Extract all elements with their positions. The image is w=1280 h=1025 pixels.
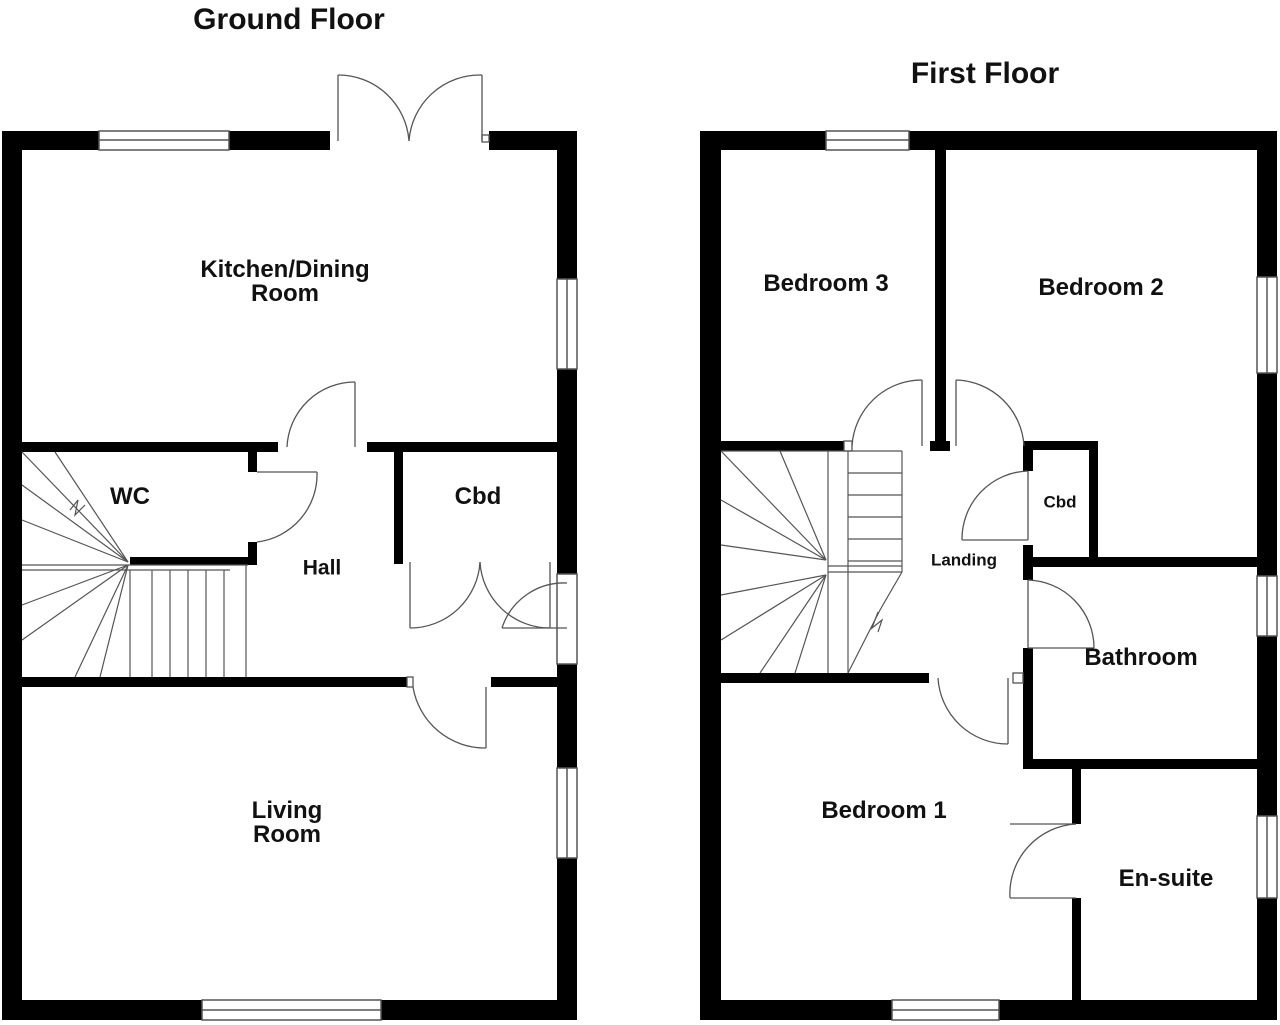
gf-right-wall-lower [557,664,577,768]
ground-floor-title: Ground Floor [193,3,385,36]
ff-bed3-bottom-wall [721,441,844,451]
living-label-line1: Living [251,797,323,824]
gf-right-wall-mid [557,369,577,574]
gf-kitchen-wall-left [22,442,278,452]
ff-bottom-wall-left [700,1000,892,1020]
gf-living-wall-right [491,677,557,687]
ff-top-wall-right [909,131,1277,150]
gf-bottom-wall-right [381,1000,577,1020]
ff-cbd-right-wall [1089,441,1098,561]
gf-wc-bottom-wall [130,557,257,565]
ff-right-wall-upper [1257,131,1277,277]
ff-bottom-wall-right [999,1000,1277,1020]
living-label-line2: Room [252,821,321,848]
landing-label: Landing [930,550,998,570]
kitchen-dining-room-label: Kitchen/Dining Room [200,258,369,306]
first-cbd-label: Cbd [1043,492,1077,512]
gf-top-wall-right [489,131,577,150]
bathroom-label: Bathroom [1084,644,1198,671]
ground-floor-windows [98,130,578,1021]
ff-right-wall-mid [1257,373,1277,576]
gf-wc-right-wall-bottom [248,542,257,560]
ff-bathroom-bottom-wall [1023,759,1257,769]
ff-bed3-bed2-wall [935,150,946,450]
bedroom-2-label: Bedroom 2 [1038,274,1164,301]
ground-floor-stairs [21,451,248,678]
wc-label: WC [110,483,150,510]
gf-top-wall-left [2,131,99,150]
en-suite-label: En-suite [1118,865,1214,892]
first-floor-windows [825,130,1278,1021]
ff-cbd-left-wall-top [1023,441,1033,471]
gf-wc-right-wall-top [248,452,257,472]
gf-left-wall [2,131,22,1020]
ff-right-wall-bottom [1257,898,1277,1020]
ff-cbd-top-wall [1033,441,1098,450]
first-floor-stairs [720,450,903,674]
ff-bathroom-left-wall [1023,648,1033,769]
gf-right-wall-bottom [557,858,577,1020]
ff-landing-top-wall [930,441,950,451]
ff-ensuite-left-wall-bottom [1072,898,1081,1000]
ff-top-wall-left [700,131,826,150]
gf-living-wall-left [22,677,407,687]
ground-cbd-label: Cbd [454,483,502,510]
gf-top-wall-mid [229,131,330,150]
first-floor-doors [843,379,1095,899]
ff-bed1-top-wall [721,673,929,683]
ff-left-wall [700,131,721,1020]
hall-label: Hall [302,556,342,580]
kitchen-label-line2: Room [250,280,319,307]
ff-right-wall-lower [1257,636,1277,816]
gf-bottom-wall-left [2,1000,202,1020]
gf-right-wall-upper [557,131,577,279]
first-floor-title: First Floor [910,57,1060,90]
ff-ensuite-left-wall-top [1072,769,1081,824]
first-floor-walls [700,131,1277,1020]
gf-cbd-left-wall [394,452,403,564]
kitchen-label-line1: Kitchen/Dining [200,256,370,283]
bedroom-1-label: Bedroom 1 [821,797,947,824]
gf-front-door-frame [556,573,578,665]
ground-floor-doors [256,74,568,749]
living-room-label: Living Room [252,799,323,847]
ff-bathroom-top-wall [1033,557,1257,567]
ff-cbd-left-wall-bottom [1023,545,1033,580]
ground-floor-walls [2,131,577,1020]
gf-kitchen-wall-right [367,442,557,452]
bedroom-3-label: Bedroom 3 [763,270,889,297]
